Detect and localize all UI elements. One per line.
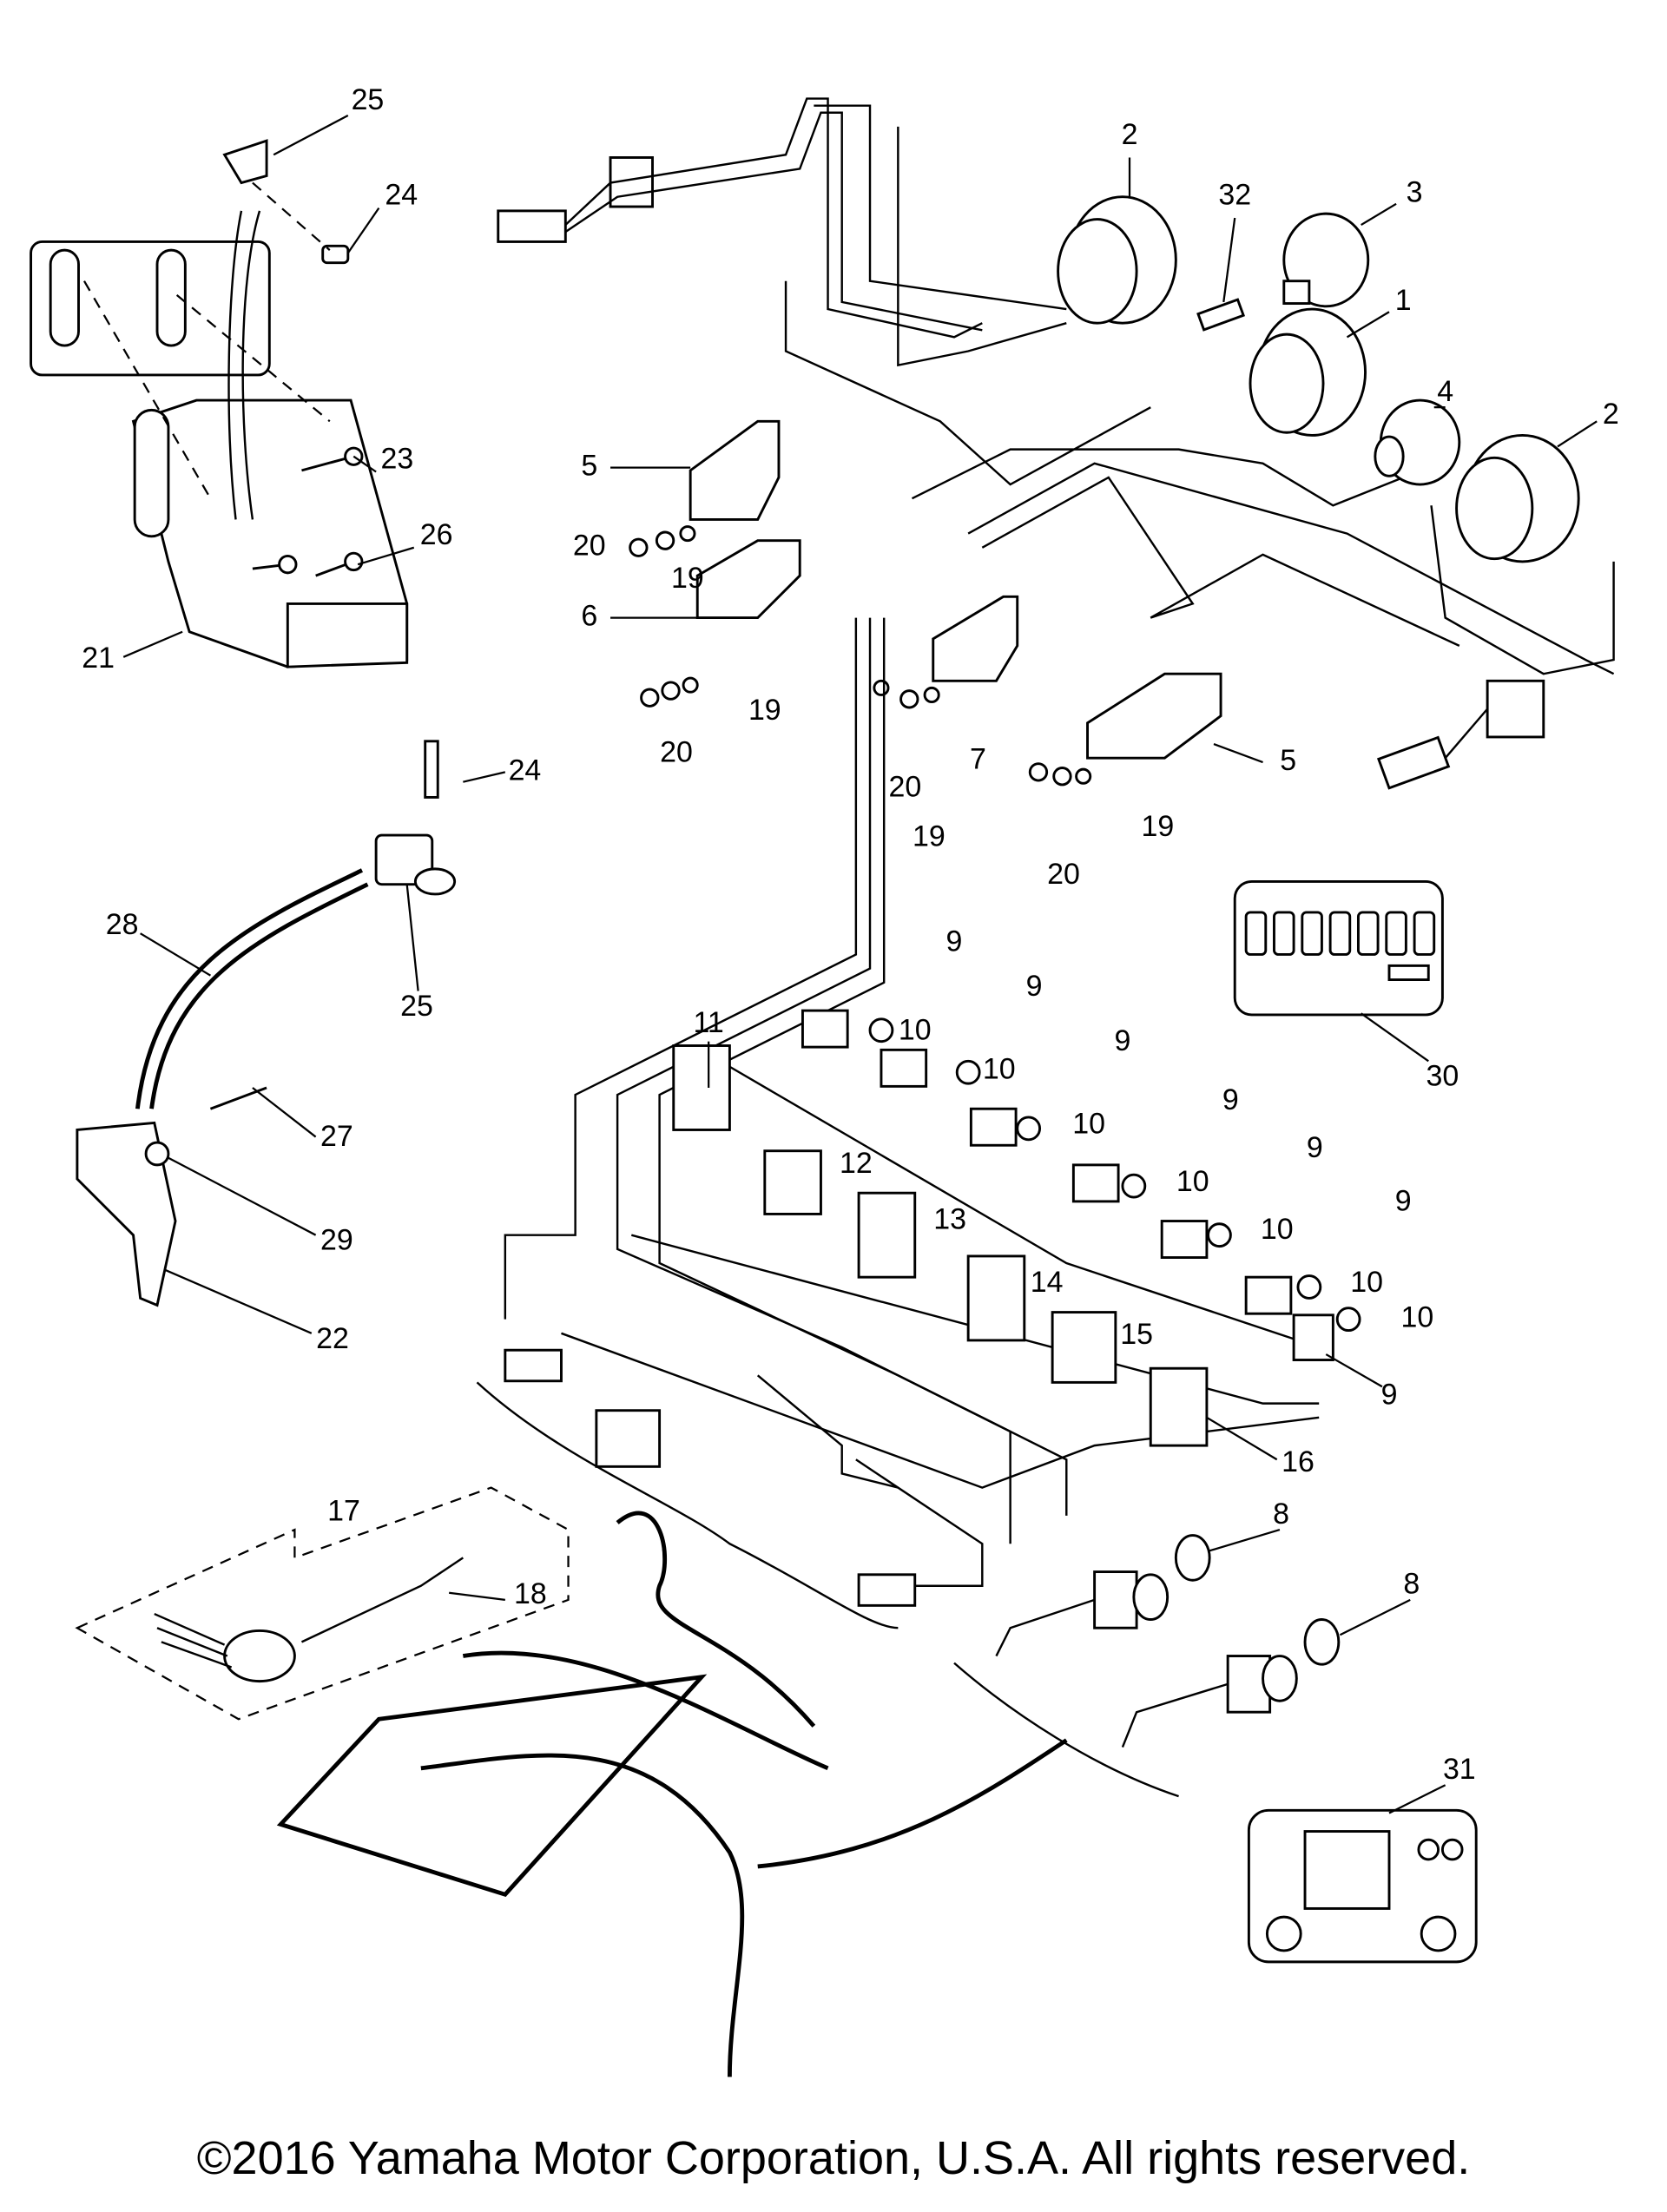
callout-9: 9 [1222,1083,1239,1116]
callout-2: 2 [1603,398,1619,431]
callout-15: 15 [1120,1318,1153,1351]
callout-20: 20 [889,771,922,804]
callout-3: 3 [1407,175,1423,208]
callout-20: 20 [660,735,693,768]
callout-25: 25 [352,83,385,116]
callout-5: 5 [1280,744,1296,777]
callout-5: 5 [581,450,597,483]
hull-outline [276,1381,1179,2077]
throttle-bracket-assembly [30,139,409,668]
callout-24: 24 [385,179,418,212]
callout-12: 12 [840,1147,873,1180]
callout-19: 19 [1141,810,1174,843]
callout-32: 32 [1218,179,1251,212]
callout-1: 1 [1395,284,1412,317]
callout-16: 16 [1282,1445,1314,1478]
callout-20: 20 [1047,858,1080,891]
callout-7: 7 [970,742,986,775]
upper-wiring-harness [497,97,1615,790]
callout-20: 20 [573,530,606,563]
callout-31: 31 [1443,1753,1476,1786]
callout-9: 9 [1026,970,1043,1003]
callout-25: 25 [400,990,433,1023]
callout-8: 8 [1273,1498,1289,1531]
callout-2: 2 [1122,118,1138,151]
callout-19: 19 [748,694,781,727]
callout-21: 21 [82,642,115,675]
callout-26: 26 [420,518,453,551]
meter-brackets [629,419,1222,787]
callout-8: 8 [1403,1568,1420,1601]
callout-13: 13 [933,1202,966,1235]
callout-10: 10 [899,1013,932,1046]
callout-18: 18 [514,1577,547,1610]
display-panel-31 [1247,1808,1478,1964]
switch-kit-17 [75,1486,570,1721]
callout-10: 10 [1400,1301,1433,1334]
leader-lines [122,114,1598,1814]
callout-6: 6 [581,600,597,633]
callout-9: 9 [1381,1379,1398,1412]
callout-10: 10 [1072,1108,1105,1141]
copyright-notice: ©2016 Yamaha Motor Corporation, U.S.A. A… [196,2132,1471,2184]
callout-10: 10 [1176,1165,1209,1198]
callout-10: 10 [983,1053,1016,1086]
callout-19: 19 [913,820,946,853]
callout-17: 17 [327,1495,360,1528]
callout-11: 11 [694,1006,724,1039]
callout-9: 9 [1395,1184,1412,1217]
callout-30: 30 [1427,1060,1459,1093]
callout-4: 4 [1437,375,1453,408]
callout-23: 23 [381,443,414,476]
callout-29: 29 [320,1224,353,1257]
callout-9: 9 [1307,1131,1323,1164]
callout-14: 14 [1031,1266,1064,1299]
callout-28: 28 [106,908,139,941]
switches-8 [995,1534,1341,1748]
callout-10: 10 [1261,1213,1294,1246]
callout-9: 9 [946,925,963,958]
callout-22: 22 [316,1322,349,1355]
gauges [1057,195,1580,563]
callout-27: 27 [320,1120,353,1153]
callout-labels: 25 24 23 26 21 2 32 3 1 4 2 5 20 19 6 19… [82,83,1619,1786]
callout-24: 24 [509,754,542,787]
callout-9: 9 [1114,1024,1130,1057]
throttle-lever-assembly [76,740,457,1307]
switch-panel-harness [504,617,1361,1607]
callout-19: 19 [671,562,704,595]
switch-panel-30 [1233,879,1444,1017]
callout-10: 10 [1350,1266,1383,1299]
